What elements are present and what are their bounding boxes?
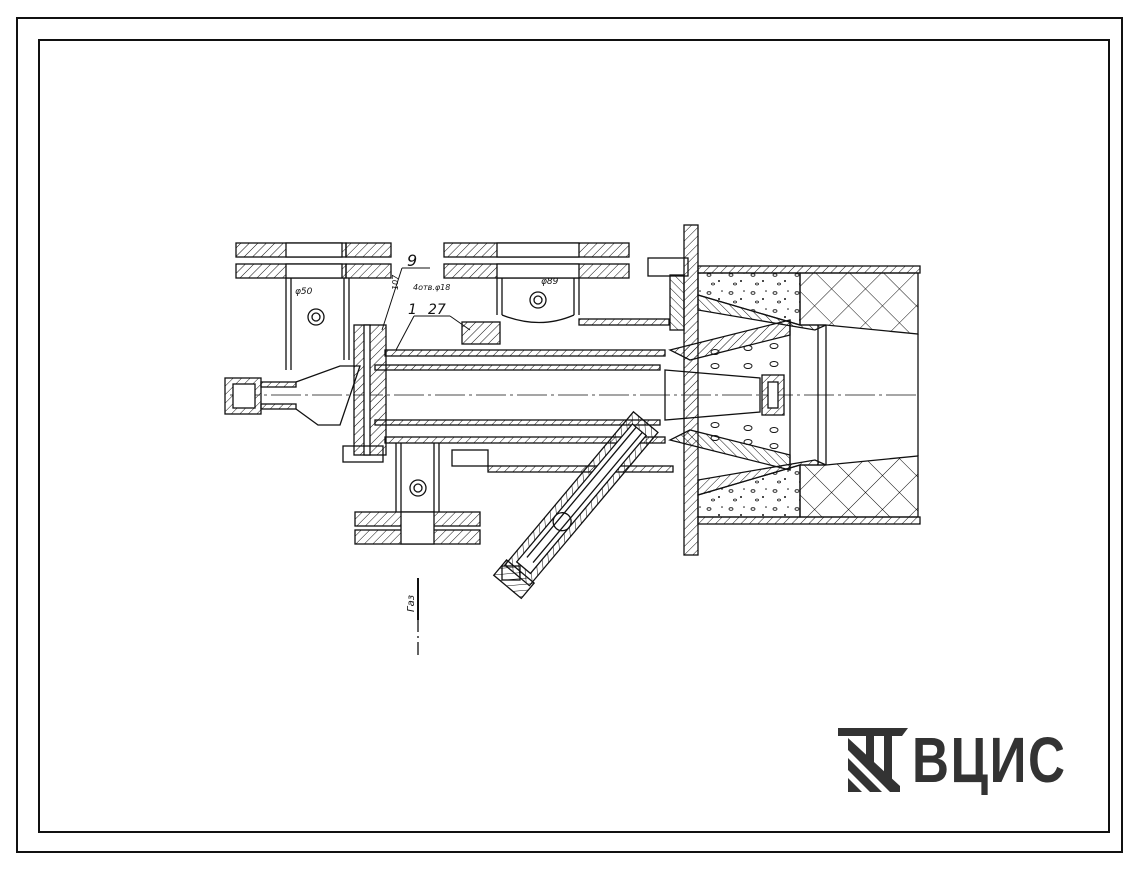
label-holes: 4отв.φ18 bbox=[413, 283, 450, 292]
logo-text: ВЦИС bbox=[912, 724, 1067, 796]
inner-frame bbox=[38, 39, 1110, 833]
igniter-fitting bbox=[501, 565, 521, 581]
burner-tunnel bbox=[697, 265, 921, 525]
inlet-nozzle bbox=[224, 365, 361, 426]
label-part-1: 1 bbox=[408, 302, 417, 318]
igniter bbox=[492, 410, 659, 600]
mounting-plate bbox=[683, 224, 699, 556]
logo-mark-icon bbox=[838, 728, 908, 792]
logo: ВЦИС bbox=[838, 728, 1105, 792]
label-gas: Газ bbox=[406, 595, 417, 612]
flange-left-top bbox=[235, 242, 392, 370]
label-dia-50: φ50 bbox=[295, 287, 313, 297]
main-pipe bbox=[230, 349, 920, 444]
flange-right-top bbox=[443, 242, 670, 326]
label-dim-107: 107 bbox=[391, 274, 400, 290]
label-part-9: 9 bbox=[407, 251, 417, 270]
bottom-branch bbox=[354, 443, 674, 545]
nozzle-cone bbox=[664, 319, 791, 471]
label-part-27: 27 bbox=[428, 302, 446, 318]
label-dia-89: φ89 bbox=[541, 277, 559, 287]
outer-frame bbox=[16, 17, 1123, 853]
